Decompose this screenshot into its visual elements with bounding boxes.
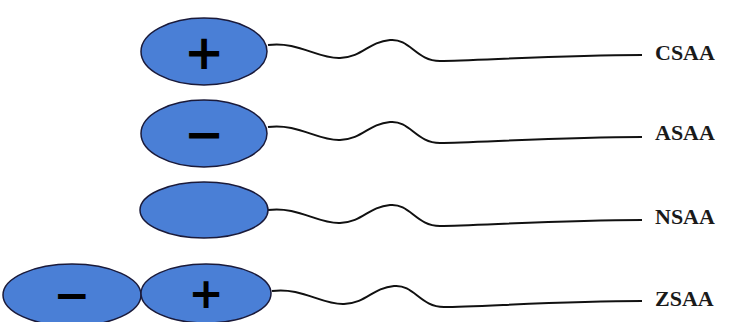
cationic-head: + (140, 263, 272, 322)
head-ellipse (141, 264, 271, 322)
head-ellipse (141, 18, 267, 85)
charge-sign: + (188, 273, 223, 315)
anionic-head: − (140, 99, 268, 168)
neutral-head (140, 182, 268, 238)
hydrophobic-tail (272, 286, 642, 307)
charge-sign: − (184, 110, 224, 158)
head-ellipse (141, 100, 267, 167)
surfactant-label: CSAA (655, 40, 715, 66)
cationic-head: + (140, 17, 268, 86)
anionic-head: − (2, 263, 142, 322)
hydrophobic-tail (268, 205, 642, 226)
surfactant-label: ZSAA (655, 286, 714, 312)
surfactant-label: ASAA (655, 120, 715, 146)
hydrophobic-tail (268, 122, 642, 143)
surfactant-label: NSAA (655, 204, 715, 230)
charge-sign: − (54, 273, 91, 317)
charge-sign: + (184, 28, 224, 76)
head-ellipse (3, 264, 141, 322)
hydrophobic-tail (268, 40, 642, 61)
